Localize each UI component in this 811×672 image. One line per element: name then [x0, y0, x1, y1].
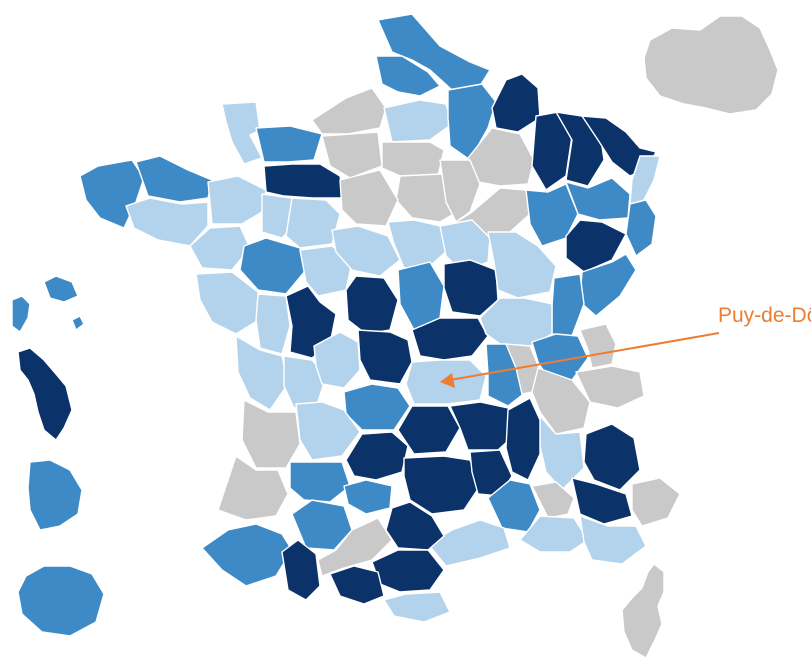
dept-haute-savoie	[579, 323, 617, 369]
dept-landes	[217, 455, 289, 521]
dept-seine-maritime	[311, 87, 387, 135]
dept-manche	[221, 101, 263, 165]
dept-alpes-maritimes	[631, 477, 681, 527]
dept-maine-et-loire	[239, 237, 307, 295]
dept-cotes-d-armor	[135, 155, 213, 203]
dept-ardennes	[491, 73, 541, 133]
dept-allier	[411, 317, 489, 361]
dept-var	[579, 515, 647, 565]
dept-isere	[531, 367, 591, 435]
dept-cote-d-or	[487, 231, 557, 299]
dept-deux-sevres	[255, 293, 291, 355]
dept-calvados	[255, 125, 323, 163]
inset-la-reunion	[17, 565, 105, 637]
dept-morbihan	[125, 197, 209, 247]
dept-pyrenees-orientales	[383, 591, 451, 623]
dept-saone-et-loire	[479, 297, 553, 347]
dept-pas-de-calais	[375, 55, 441, 97]
dept-charente-maritime	[235, 335, 289, 411]
dept-loir-et-cher	[331, 225, 401, 277]
dept-pyrenees-atlantiques	[201, 523, 293, 587]
dept-haute-garonne	[317, 517, 393, 577]
dept-hautes-alpes	[583, 423, 641, 491]
inset-paris-petite-couronne	[643, 15, 779, 115]
dept-aude	[371, 549, 445, 593]
dept-somme	[383, 99, 453, 143]
insets-layer	[11, 15, 779, 659]
dept-haute-vienne	[313, 331, 361, 389]
dept-vosges	[565, 177, 631, 221]
dept-lot-et-garonne	[289, 461, 351, 503]
dept-seine-et-marne	[439, 159, 481, 223]
inset-guyane	[27, 459, 83, 531]
annotation-arrowhead	[440, 373, 455, 388]
dept-gironde	[241, 399, 301, 469]
dept-tarn-et-garonne	[343, 479, 393, 515]
inset-corse	[621, 563, 665, 659]
dept-ille-et-vilaine	[207, 175, 267, 225]
departments-layer	[79, 13, 681, 623]
dept-vaucluse	[531, 481, 575, 519]
dept-orne	[263, 163, 345, 199]
dept-loiret	[387, 219, 449, 269]
dept-sarthe	[285, 197, 341, 249]
dept-vendee	[195, 271, 263, 335]
dept-ariege	[329, 565, 385, 605]
dept-haut-rhin	[625, 199, 657, 257]
dept-yonne	[439, 219, 491, 273]
inset-guadeloupe	[11, 275, 85, 333]
inset-martinique	[17, 347, 73, 441]
dept-marne	[467, 127, 535, 187]
annotation-label: Puy-de-Dôme	[718, 304, 811, 327]
dept-creuse	[357, 329, 413, 385]
dept-eure-et-loir	[339, 169, 399, 227]
dept-jura	[551, 273, 585, 337]
dept-nord	[377, 13, 491, 91]
dept-oise	[381, 141, 445, 177]
annotation-group: Puy-de-Dôme	[440, 304, 811, 388]
dept-haute-saone	[565, 219, 627, 273]
dept-haute-marne	[525, 183, 579, 247]
annotation-arrow-line	[449, 332, 720, 381]
dept-ardeche	[505, 397, 541, 481]
dept-nievre	[443, 259, 499, 317]
dept-herault	[427, 519, 511, 567]
dept-aveyron	[403, 455, 481, 515]
dept-dordogne	[295, 401, 361, 461]
dept-hautes-pyrenees	[281, 539, 321, 601]
dept-alpes-haute-provence	[571, 477, 633, 525]
dept-indre	[345, 275, 399, 335]
